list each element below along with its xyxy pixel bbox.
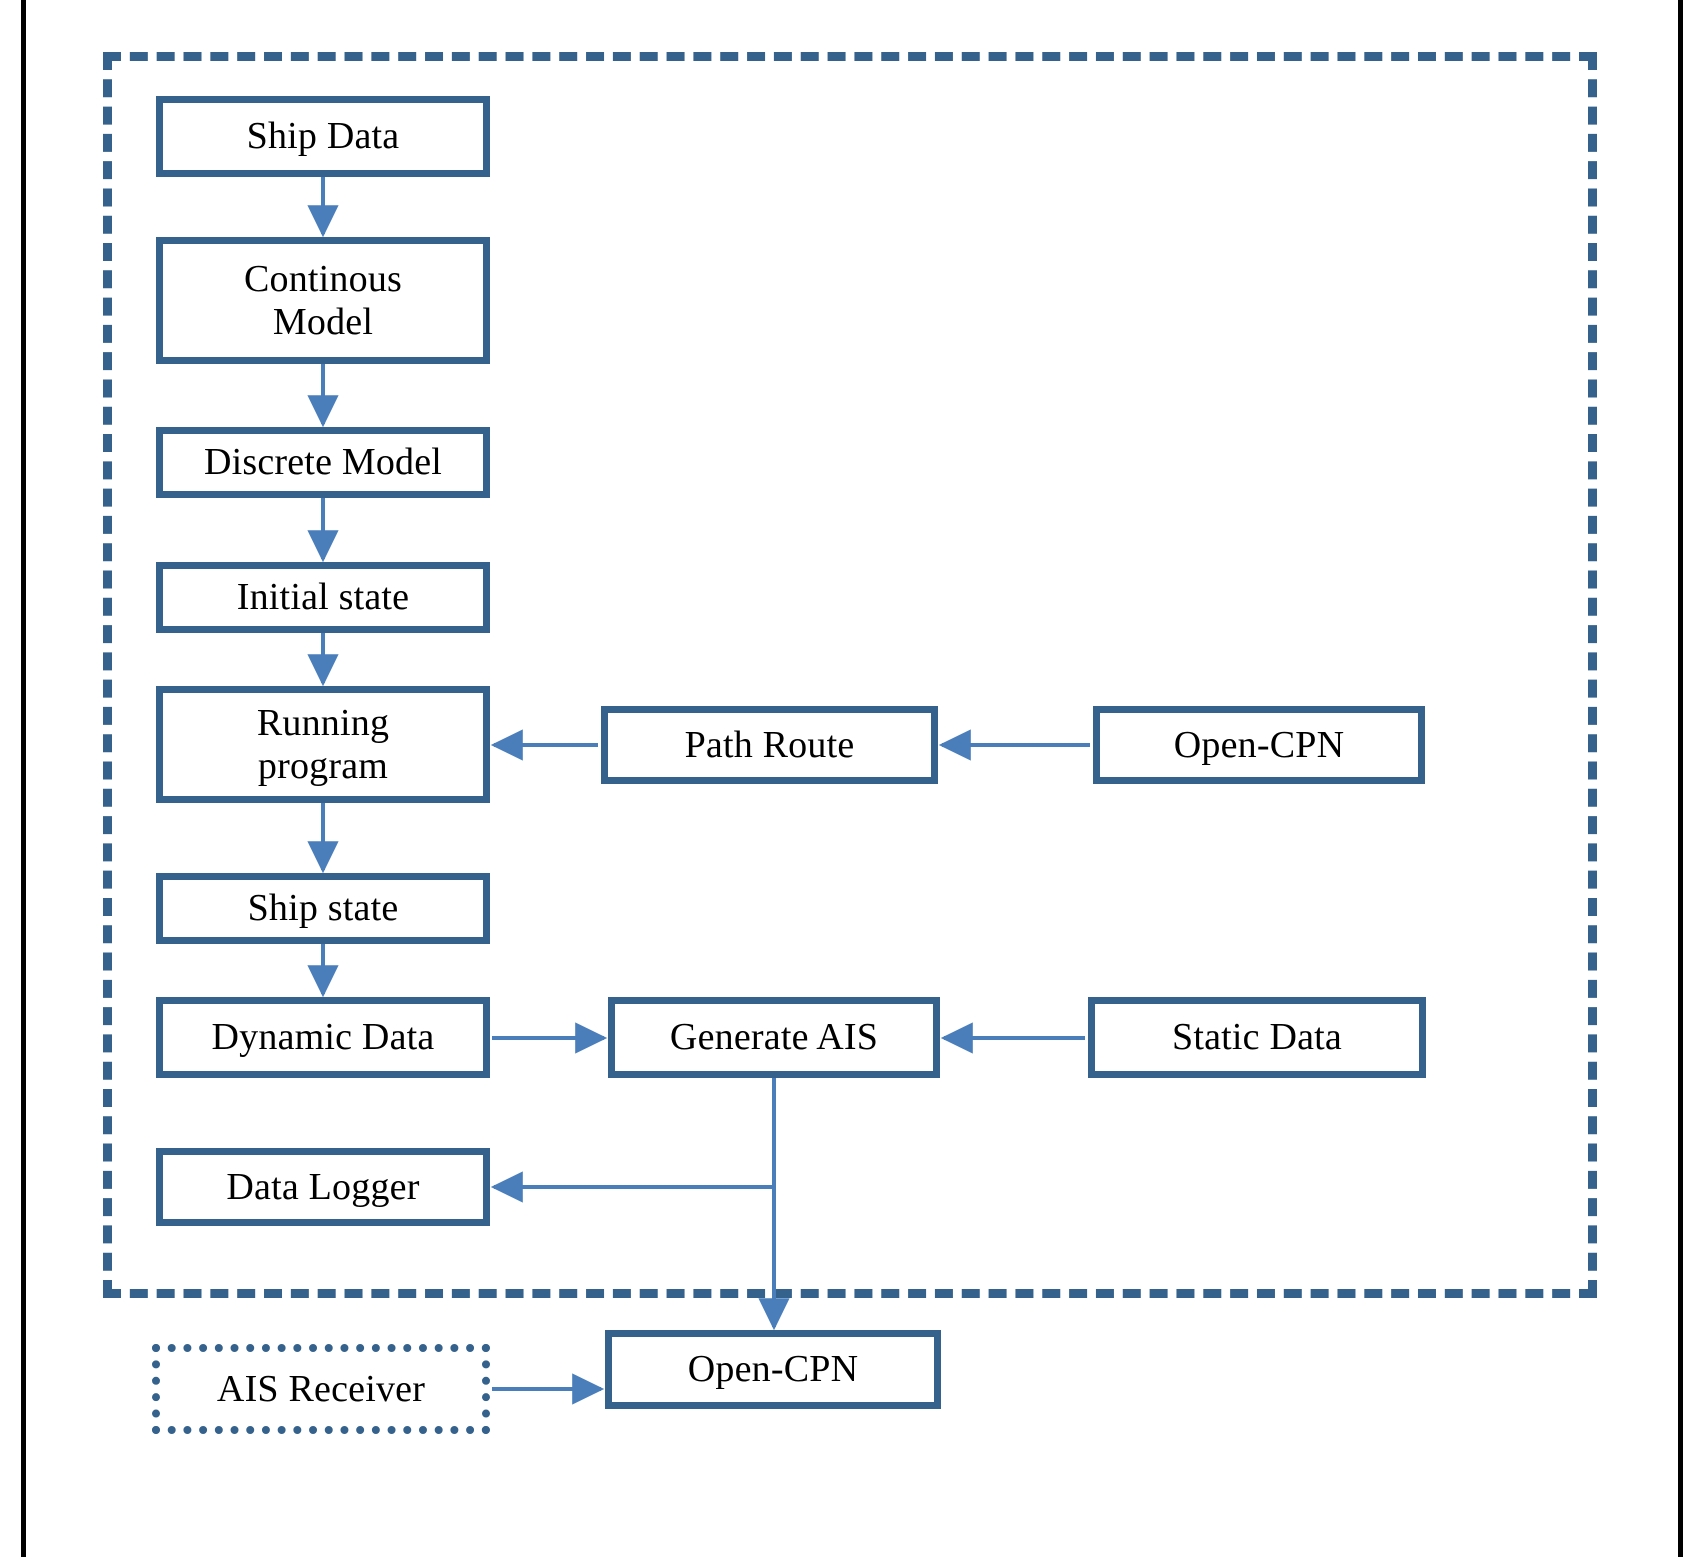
node-ship-state[interactable]: Ship state <box>156 873 490 944</box>
node-label-generate-ais: Generate AIS <box>669 1016 879 1059</box>
left-page-rule <box>21 0 26 1557</box>
node-label-ais-receiver: AIS Receiver <box>216 1367 426 1410</box>
node-label-path-route: Path Route <box>684 723 855 766</box>
node-label-discrete-model: Discrete Model <box>203 441 443 484</box>
node-path-route[interactable]: Path Route <box>601 706 938 784</box>
node-label-ship-state: Ship state <box>247 887 399 930</box>
node-label-data-logger: Data Logger <box>226 1165 420 1208</box>
node-ship-data[interactable]: Ship Data <box>156 96 490 177</box>
node-discrete-model[interactable]: Discrete Model <box>156 427 490 498</box>
node-static-data[interactable]: Static Data <box>1088 997 1426 1078</box>
node-data-logger[interactable]: Data Logger <box>156 1148 490 1226</box>
simulation-boundary-dashed-outline <box>103 52 1597 1298</box>
node-open-cpn-bottom[interactable]: Open-CPN <box>605 1330 941 1409</box>
node-dynamic-data[interactable]: Dynamic Data <box>156 997 490 1078</box>
node-ais-receiver[interactable]: AIS Receiver <box>152 1344 490 1434</box>
node-initial-state[interactable]: Initial state <box>156 562 490 633</box>
node-label-open-cpn-top: Open-CPN <box>1173 723 1345 766</box>
node-label-static-data: Static Data <box>1172 1016 1342 1059</box>
node-open-cpn-top[interactable]: Open-CPN <box>1093 706 1425 784</box>
node-label-open-cpn-bottom: Open-CPN <box>687 1348 859 1391</box>
node-label-dynamic-data: Dynamic Data <box>211 1016 435 1059</box>
right-page-rule <box>1678 0 1683 1557</box>
node-label-initial-state: Initial state <box>236 576 410 619</box>
node-generate-ais[interactable]: Generate AIS <box>608 997 940 1078</box>
node-label-ship-data: Ship Data <box>246 115 400 158</box>
